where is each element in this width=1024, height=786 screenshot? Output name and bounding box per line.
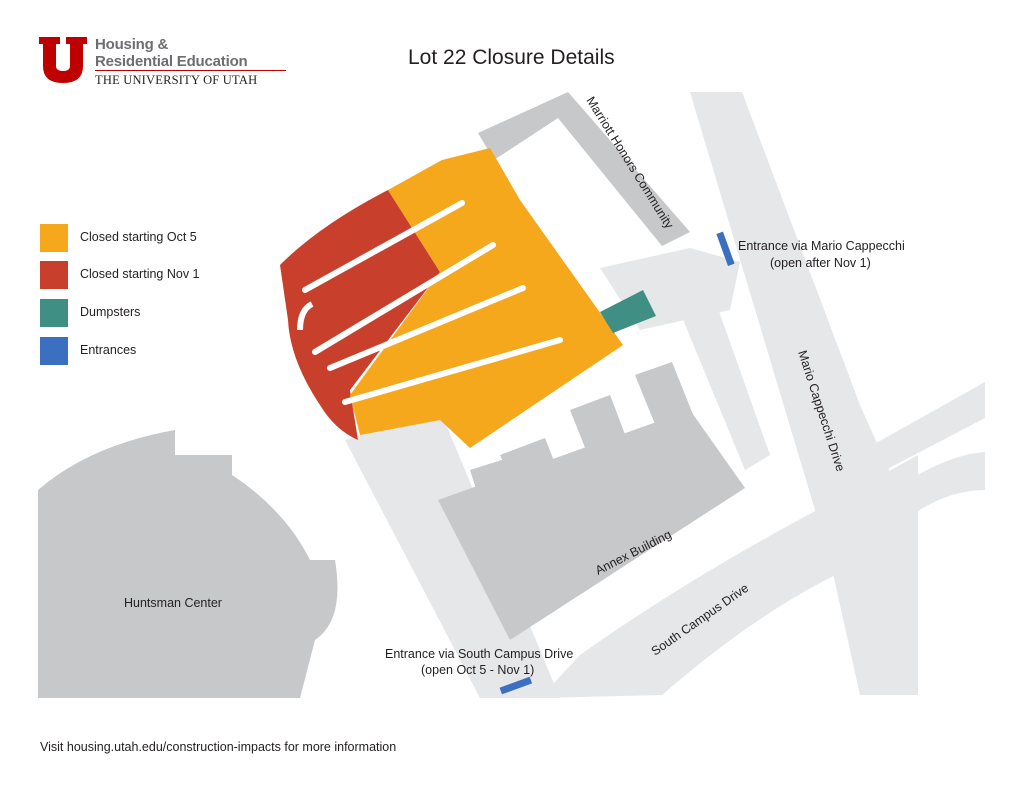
marriott-honors-community-building [478,92,690,246]
university-name: THE UNIVERSITY OF UTAH [95,73,258,87]
annex-wing-4 [470,458,528,532]
legend-swatch-red [40,261,68,289]
department-line-1: Housing & [95,36,169,53]
footer-info-text: Visit housing.utah.edu/construction-impa… [40,740,397,754]
entrance-south-label-line-1: Entrance via South Campus Drive [385,647,573,661]
housing-logo: Housing & Residential Education THE UNIV… [38,36,286,88]
page-title: Lot 22 Closure Details [408,46,615,69]
parking-divider [312,242,496,355]
entrance-south-label-line-2: (open Oct 5 - Nov 1) [421,663,534,677]
parking-divider [327,285,526,371]
lot-22-closed-nov-1 [280,190,440,440]
annex-building [438,362,745,640]
legend-swatch-blue [40,337,68,365]
legend-label: Dumpsters [80,305,141,319]
department-name: Housing & Residential Education [95,36,248,70]
annex-wing-1 [500,438,585,555]
legend-swatch-orange [40,224,68,252]
annex-wing-3 [635,362,712,476]
legend-label: Closed starting Nov 1 [80,267,200,281]
department-line-2: Residential Education [95,53,248,70]
lower-right-curve-road [880,452,985,520]
parking-island-curve [297,301,314,331]
logo-divider [95,70,286,71]
legend-label: Entrances [80,343,137,357]
legend-label: Closed starting Oct 5 [80,230,197,244]
parking-row-dividers [302,200,563,405]
entrance-south-campus-marker [499,676,533,695]
right-connector-road [846,382,985,478]
entrance-mario-label-line-2: (open after Nov 1) [770,256,871,270]
dumpster [600,290,656,333]
lot-22-closed-oct-5 [350,148,623,448]
south-campus-drive-road [540,455,918,698]
entrance-mario-cappecchi-marker [716,231,735,267]
university-u-logo-icon [39,37,87,83]
parking-divider [302,200,465,293]
annex-wing-2 [570,395,650,515]
parking-divider [342,337,563,405]
legend-swatch-teal [40,299,68,327]
service-lane [675,300,770,470]
huntsman-center-label: Huntsman Center [124,596,222,610]
huntsman-center-building [38,430,338,698]
annex-main-block [438,410,745,640]
entrance-mario-label-line-1: Entrance via Mario Cappecchi [738,239,905,253]
